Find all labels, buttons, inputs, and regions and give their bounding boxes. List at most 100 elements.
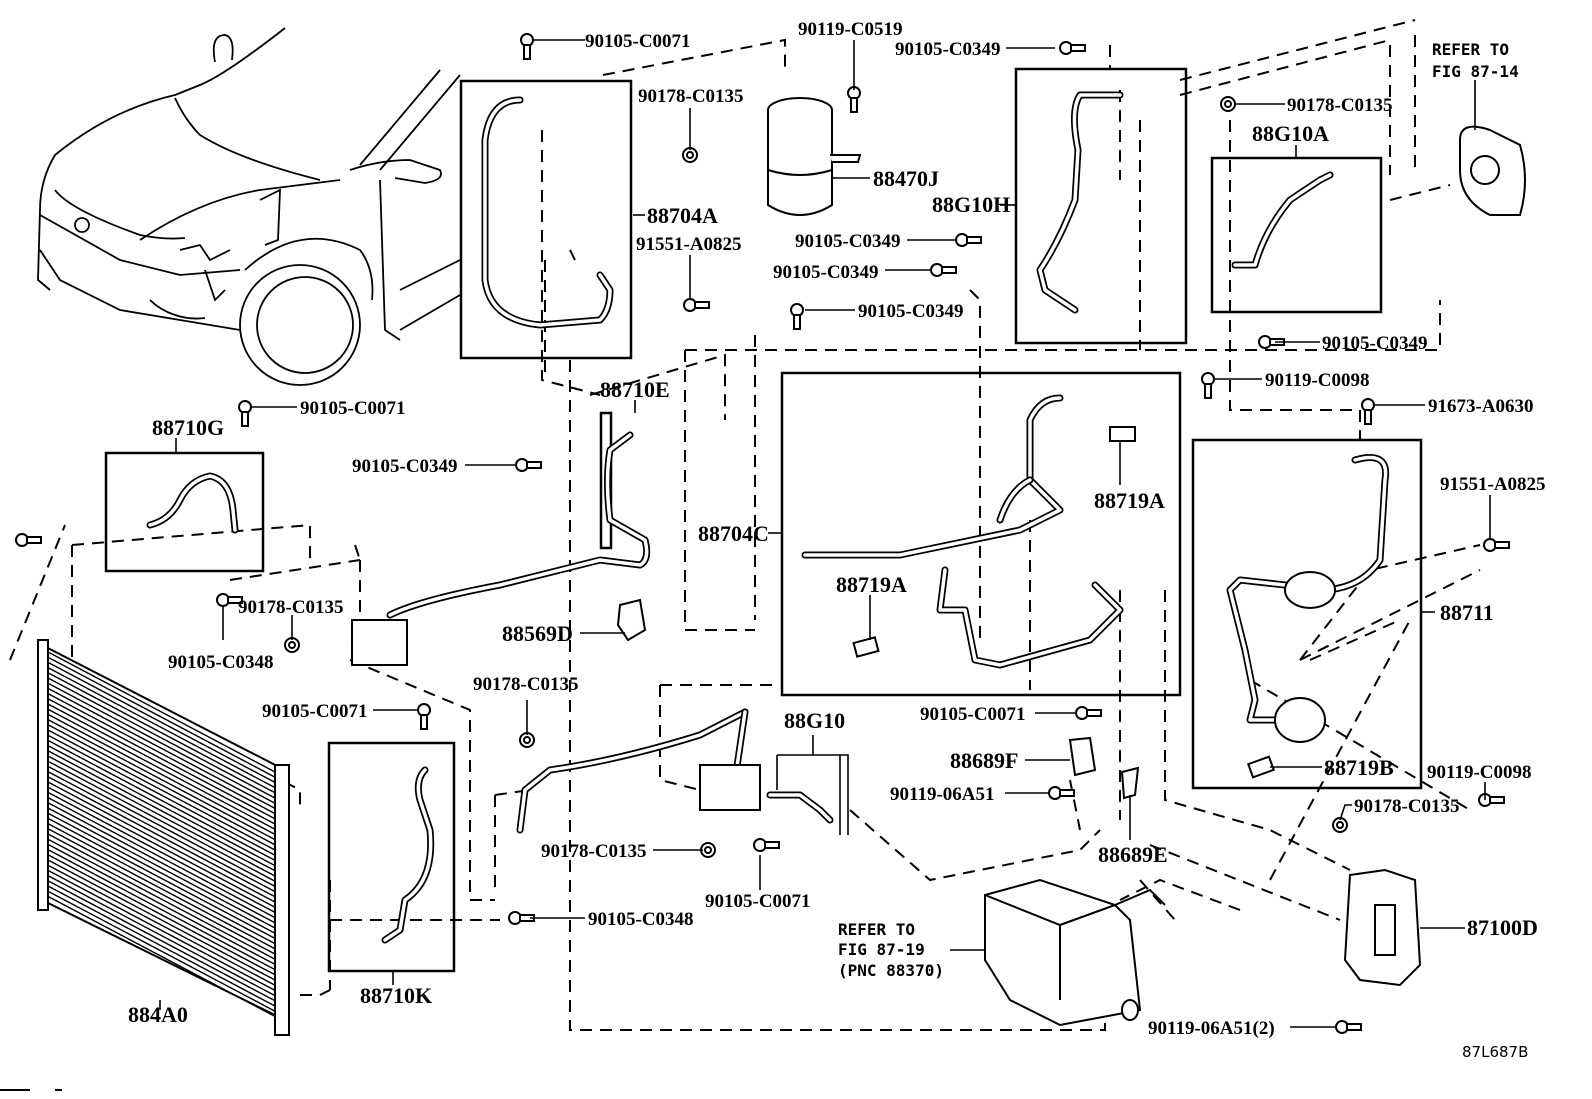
box-88711	[1191, 438, 1423, 790]
label-90119-06A51[interactable]: 90119-06A51	[890, 784, 995, 805]
condenser-fin	[47, 776, 276, 898]
label-90105-C0071[interactable]: 90105-C0071	[705, 891, 811, 912]
label-88719B[interactable]: 88719B	[1324, 755, 1394, 780]
bolt-icon	[1201, 372, 1215, 399]
label-90105-C0348[interactable]: 90105-C0348	[168, 652, 274, 673]
condenser-fin	[47, 869, 276, 992]
label-90178-C0135[interactable]: 90178-C0135	[638, 86, 744, 107]
box-88710G	[104, 451, 265, 573]
label-91551-A0825[interactable]: 91551-A0825	[1440, 474, 1546, 495]
label-90105-C0349[interactable]: 90105-C0349	[352, 456, 458, 477]
assembly-boxes	[104, 67, 1423, 973]
bolt-icon	[1048, 786, 1075, 800]
label-90119-C0098[interactable]: 90119-C0098	[1427, 762, 1532, 783]
condenser-fin	[47, 672, 276, 794]
condenser-fin	[47, 661, 276, 784]
bolt-icon	[417, 703, 431, 730]
label-88704A[interactable]: 88704A	[647, 203, 718, 228]
condenser-fin	[47, 755, 276, 877]
condenser-fin	[47, 760, 276, 882]
label-90178-C0135[interactable]: 90178-C0135	[238, 597, 344, 618]
label-90105-C0348[interactable]: 90105-C0348	[588, 909, 694, 930]
bolt-icon	[1059, 41, 1086, 55]
bolt-icon	[15, 533, 42, 547]
nut-icon	[700, 842, 716, 858]
box-88710K	[327, 741, 456, 973]
condenser-fin	[47, 807, 276, 929]
condenser-fin	[47, 859, 276, 981]
label-91673-A0630[interactable]: 91673-A0630	[1428, 396, 1534, 417]
reference-fig-87-19-line1[interactable]: REFER TO	[838, 920, 915, 939]
label-90105-C0349[interactable]: 90105-C0349	[858, 301, 964, 322]
label-88470J[interactable]: 88470J	[873, 166, 939, 191]
reference-fig-87-19-line2[interactable]: FIG 87-19	[838, 940, 925, 959]
condenser-fin	[47, 687, 276, 810]
label-88710G[interactable]: 88710G	[152, 415, 224, 440]
condenser-fin	[47, 744, 276, 867]
label-90105-C0349[interactable]: 90105-C0349	[895, 39, 1001, 60]
sensor-88719A-upper	[1109, 426, 1136, 442]
box-88G10H	[1014, 67, 1188, 345]
condenser-fin	[47, 890, 276, 1012]
bolt-icon	[683, 298, 710, 312]
bolt-icon	[1483, 538, 1510, 552]
bolt-icon	[1478, 793, 1505, 807]
label-90105-C0071[interactable]: 90105-C0071	[585, 31, 691, 52]
bolt-icon	[216, 593, 243, 607]
condenser-fin	[47, 802, 276, 924]
label-88710E[interactable]: 88710E	[600, 377, 670, 402]
label-90105-C0071[interactable]: 90105-C0071	[920, 704, 1026, 725]
label-90119-C0098[interactable]: 90119-C0098	[1265, 370, 1370, 391]
label-90105-C0349[interactable]: 90105-C0349	[795, 231, 901, 252]
label-90178-C0135[interactable]: 90178-C0135	[1287, 95, 1393, 116]
label-90178-C0135[interactable]: 90178-C0135	[1354, 796, 1460, 817]
label-88689F[interactable]: 88689F	[950, 748, 1018, 773]
label-88704C[interactable]: 88704C	[698, 521, 769, 546]
label-88G10[interactable]: 88G10	[784, 708, 845, 733]
label-884A0[interactable]: 884A0	[128, 1002, 188, 1027]
figure-code: 87L687B	[1462, 1043, 1528, 1061]
label-88569D[interactable]: 88569D	[502, 621, 573, 646]
label-90178-C0135[interactable]: 90178-C0135	[541, 841, 647, 862]
bolt-icon	[930, 263, 957, 277]
condenser-fin	[47, 770, 276, 893]
components	[37, 97, 1526, 1036]
label-88G10H[interactable]: 88G10H	[932, 192, 1010, 217]
condenser-fin	[47, 838, 276, 960]
label-90105-C0349[interactable]: 90105-C0349	[1322, 333, 1428, 354]
sensor-88719B	[1246, 755, 1276, 779]
bolt-icon	[1258, 335, 1285, 349]
condenser-fin	[47, 677, 276, 799]
label-88719A[interactable]: 88719A	[836, 572, 907, 597]
condenser-fin	[47, 724, 276, 846]
bolt-icon	[1075, 706, 1102, 720]
label-91551-A0825[interactable]: 91551-A0825	[636, 234, 742, 255]
label-90105-C0071[interactable]: 90105-C0071	[300, 398, 406, 419]
label-88G10A[interactable]: 88G10A	[1252, 121, 1329, 146]
condenser-fin	[47, 796, 276, 919]
refrigerant-pipes	[146, 91, 1390, 944]
condenser-fin	[47, 698, 276, 820]
label-87100D[interactable]: 87100D	[1467, 915, 1538, 940]
label-88719A[interactable]: 88719A	[1094, 488, 1165, 513]
reference-fig-87-14-line1[interactable]: REFER TO	[1432, 40, 1509, 59]
label-88710K[interactable]: 88710K	[360, 983, 432, 1008]
condenser-fin	[47, 703, 276, 825]
condenser-fin	[47, 822, 276, 945]
label-88711[interactable]: 88711	[1440, 600, 1494, 625]
box-88G10A	[1210, 156, 1383, 314]
condenser-fin	[47, 791, 276, 914]
condenser-fin	[47, 682, 276, 804]
reference-fig-87-19-line3[interactable]: (PNC 88370)	[838, 961, 944, 980]
label-90105-C0349[interactable]: 90105-C0349	[773, 262, 879, 283]
valve-block-center	[699, 764, 761, 811]
label-90105-C0071[interactable]: 90105-C0071	[262, 701, 368, 722]
label-90178-C0135[interactable]: 90178-C0135	[473, 674, 579, 695]
condenser-fin	[47, 713, 276, 836]
label-88689E[interactable]: 88689E	[1098, 842, 1168, 867]
label-90119-06A51-2[interactable]: 90119-06A51(2)	[1148, 1018, 1275, 1039]
compressor	[984, 878, 1166, 1027]
label-90119-C0519[interactable]: 90119-C0519	[798, 19, 903, 40]
reference-fig-87-14-line2[interactable]: FIG 87-14	[1432, 62, 1519, 81]
